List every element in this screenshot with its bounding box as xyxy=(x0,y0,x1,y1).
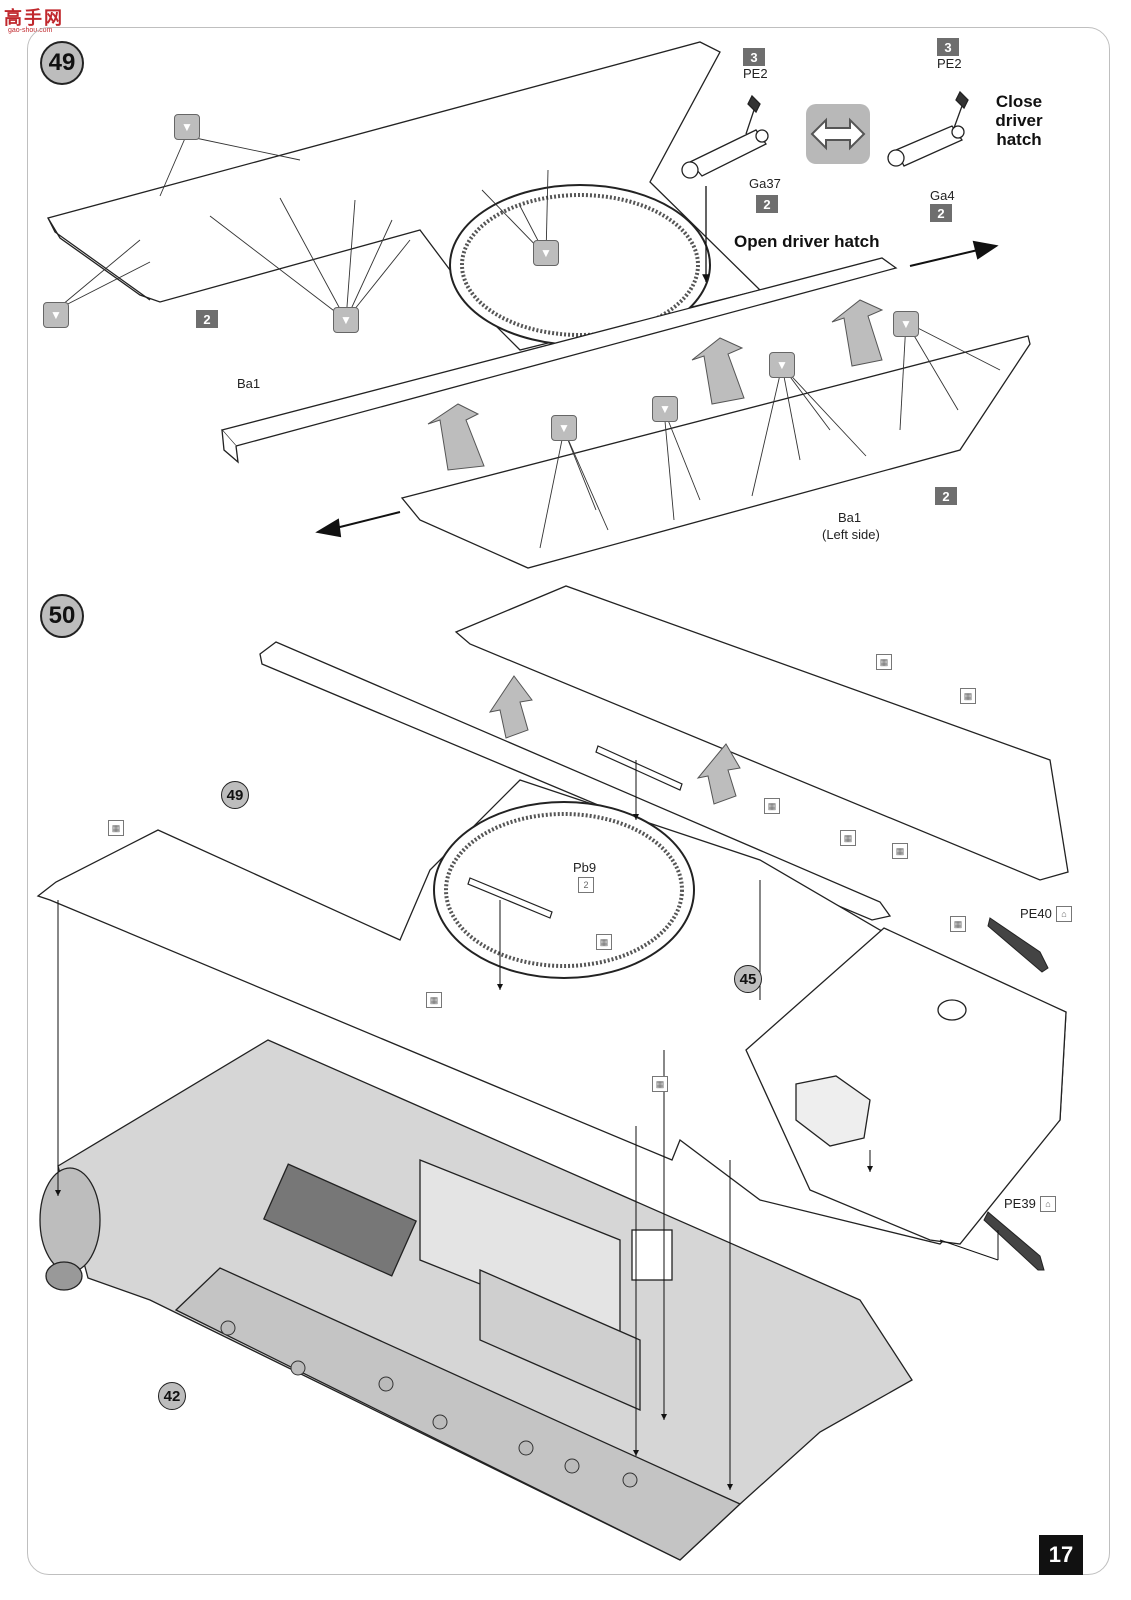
glue-icon: ▼ xyxy=(333,307,359,333)
label-ba1-left: Ba1 xyxy=(838,510,862,525)
label-pe2-left: PE2 xyxy=(743,66,768,81)
label-pe39: PE39 xyxy=(1004,1196,1036,1211)
glue-icon: ▼ xyxy=(43,302,69,328)
label-pe40: PE40 xyxy=(1020,906,1052,921)
glue-icon: ▼ xyxy=(769,352,795,378)
glue-icon: ▦ xyxy=(596,934,612,950)
step49-right-plate xyxy=(400,335,1031,569)
glue-icon: ▦ xyxy=(950,916,966,932)
label-left-side: (Left side) xyxy=(822,527,880,542)
step49-hatch-part-ga4 xyxy=(887,90,969,167)
ga37-count-badge: 2 xyxy=(756,195,778,213)
label-ga4: Ga4 xyxy=(930,188,955,203)
open-close-icon xyxy=(806,104,870,164)
pe-sheet-icon: ⌂ xyxy=(1056,906,1072,922)
ref-step-42: 42 xyxy=(158,1382,186,1410)
glue-icon: ▦ xyxy=(426,992,442,1008)
watermark-logo: 高手网 xyxy=(4,8,64,28)
glue-icon: ▦ xyxy=(892,843,908,859)
page-frame xyxy=(27,27,1110,1575)
step-50-number: 50 xyxy=(40,594,84,638)
step49-hull-top-plate xyxy=(46,41,762,351)
step50-assembly-arrows xyxy=(488,675,741,805)
step50-subassembly-45 xyxy=(745,927,1067,1245)
pe-sheet-badge-left: 3 xyxy=(743,48,765,66)
pb9-qty-badge: 2 xyxy=(578,877,594,893)
watermark-url: gao-shou.com xyxy=(8,27,53,34)
glue-icon: ▼ xyxy=(174,114,200,140)
pe-sheet-badge-right: 3 xyxy=(937,38,959,56)
page-number: 17 xyxy=(1039,1535,1083,1575)
step50-pb9-parts xyxy=(467,745,683,919)
right-panel-count-badge: 2 xyxy=(935,487,957,505)
step49-slide-arrows xyxy=(315,240,999,538)
glue-icon: ▦ xyxy=(840,830,856,846)
step49-fender-strip xyxy=(220,257,898,464)
glue-icon: ▦ xyxy=(764,798,780,814)
ref-step-49: 49 xyxy=(221,781,249,809)
label-ga37: Ga37 xyxy=(749,176,781,191)
step50-right-plate xyxy=(454,585,1069,881)
label-close-driver-hatch: Close driver hatch xyxy=(995,92,1043,149)
glue-icon: ▼ xyxy=(551,415,577,441)
step-49-number: 49 xyxy=(40,41,84,85)
ga4-count-badge: 2 xyxy=(930,204,952,222)
label-ba1: Ba1 xyxy=(237,376,261,391)
step49-hatch-part-ga37 xyxy=(681,94,769,179)
glue-icon: ▦ xyxy=(960,688,976,704)
step50-lower-hull xyxy=(39,1039,913,1561)
glue-icon: ▼ xyxy=(893,311,919,337)
step49-glue-leaders xyxy=(55,135,1001,549)
glue-icon: ▦ xyxy=(108,820,124,836)
label-pb9: Pb9 xyxy=(573,860,597,875)
label-open-driver-hatch: Open driver hatch xyxy=(734,232,880,251)
left-panel-count-badge: 2 xyxy=(196,310,218,328)
glue-icon: ▼ xyxy=(533,240,559,266)
step49-assembly-arrows xyxy=(427,299,884,471)
step50-hull-side-details xyxy=(220,1320,638,1488)
step50-pe-parts xyxy=(983,917,1049,1271)
label-pe2-right: PE2 xyxy=(937,56,962,71)
pe-sheet-icon: ⌂ xyxy=(1040,1196,1056,1212)
glue-icon: ▼ xyxy=(652,396,678,422)
ref-step-45: 45 xyxy=(734,965,762,993)
glue-icon: ▦ xyxy=(876,654,892,670)
glue-icon: ▦ xyxy=(652,1076,668,1092)
